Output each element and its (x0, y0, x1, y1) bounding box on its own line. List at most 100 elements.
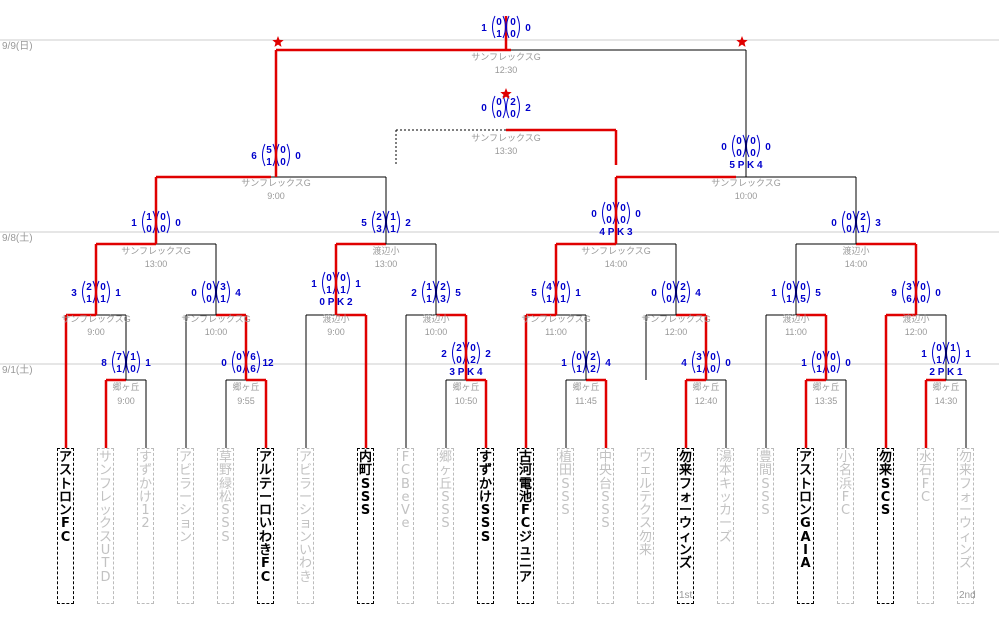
score-half1-right: 2 (680, 282, 686, 293)
team-name-char: S (360, 503, 371, 519)
score-bracket (626, 201, 630, 225)
score-bracket (516, 95, 520, 119)
team-name-char: ラ (178, 476, 192, 492)
score-half1-right: 3 (220, 282, 226, 293)
team-name-char: い (258, 516, 272, 532)
score-bracket (256, 350, 260, 374)
score-half1-left: 2 (376, 212, 382, 223)
score-total-right: 1 (965, 349, 971, 360)
score-half1-left: 0 (786, 282, 792, 293)
team-name-char: 池 (518, 489, 532, 505)
score-half1-left: 2 (456, 343, 462, 354)
team-name-char: シ (298, 503, 312, 519)
team-name-char: ョ (178, 516, 192, 532)
score-bracket (742, 134, 746, 158)
match-time: 14:30 (935, 396, 958, 406)
team-name-char: D (100, 569, 111, 585)
score-bracket (346, 271, 350, 295)
team-name-char: け (138, 489, 152, 505)
team-name-char: 台 (598, 476, 612, 492)
team-name-char: F (921, 476, 930, 492)
score-total-left: 2 (441, 349, 447, 360)
match-time: 14:00 (605, 259, 628, 269)
score-total-right: 0 (935, 288, 941, 299)
score-half2-left: 0 (206, 294, 212, 305)
score-bracket (602, 201, 606, 225)
team-name-char: 豊 (758, 450, 772, 465)
team-name-char: ン (958, 543, 972, 559)
score-bracket (226, 280, 230, 304)
score-half2-right: 1 (100, 294, 106, 305)
team-name-char: ス (638, 516, 652, 532)
score-half2-left: 1 (86, 294, 92, 305)
team-name-char: 来 (638, 543, 652, 559)
team-name-char: す (138, 450, 152, 465)
score-total-right: 0 (635, 209, 641, 220)
team-name-char: C (840, 503, 851, 519)
team-name-char: B (401, 476, 410, 492)
score-half1-left: 3 (906, 282, 912, 293)
team-name-char: ー (258, 489, 272, 505)
score-half1-right: 0 (340, 273, 346, 284)
match-time: 10:00 (735, 191, 758, 201)
team-name-char: S (601, 489, 610, 505)
match-time: 13:00 (375, 259, 398, 269)
score-half1-right: 0 (710, 352, 716, 363)
team-name-char: ニ (518, 556, 532, 572)
team-name-char: C (60, 529, 71, 545)
team-name-char: 松 (218, 489, 232, 505)
score-half1-right: 0 (830, 352, 836, 363)
team-name-char: ス (798, 463, 812, 479)
score-half1-left: 0 (666, 282, 672, 293)
team-name-char: ズ (958, 556, 972, 572)
score-half2-right: 1 (390, 224, 396, 235)
score-total-right: 5 (455, 288, 461, 299)
score-bracket (676, 280, 680, 304)
score-bracket (502, 95, 506, 119)
venue-label: 渡辺小 (322, 313, 349, 324)
team-name: アビラーション (177, 448, 194, 604)
venue-label: サンフレックスG (181, 314, 250, 324)
score-bracket (422, 280, 426, 304)
score-bracket (686, 280, 690, 304)
team-name-char: 小 (838, 450, 852, 465)
team-name-char: S (880, 503, 891, 519)
score-bracket (452, 341, 456, 365)
team-name-char: ヶ (438, 463, 452, 479)
score-half1-right: 2 (440, 282, 446, 293)
venue-label: 郷ヶ丘 (932, 382, 959, 392)
score-bracket (492, 95, 496, 119)
score-half2-right: 1 (560, 294, 566, 305)
score-total-left: 1 (771, 288, 777, 299)
team-name-char: ト (58, 476, 72, 492)
team-name-char: ン (678, 543, 692, 559)
score-half1-right: 0 (160, 212, 166, 223)
team-name-char: 田 (558, 463, 572, 479)
score-half2-right: 5 (800, 294, 806, 305)
score-bracket (216, 280, 220, 304)
team-name-char: e (401, 516, 410, 532)
score-bracket (506, 15, 510, 39)
venue-label: サンフレックスG (641, 314, 710, 324)
venue-label: 渡辺小 (842, 245, 869, 256)
score-bracket (492, 15, 496, 39)
score-half1-left: 0 (736, 136, 742, 147)
team-name-char: ラ (298, 476, 312, 492)
score-total-right: 0 (765, 142, 771, 153)
team-name-char: 緑 (218, 476, 232, 492)
score-half2-left: 1 (546, 294, 552, 305)
match-time: 11:00 (545, 327, 567, 337)
team-name-char: ー (298, 489, 312, 505)
team-name-char: S (221, 529, 230, 545)
score-half1-left: 1 (146, 212, 152, 223)
team-name-char: ア (58, 450, 72, 465)
team-name-char: ン (98, 463, 112, 479)
team-name-char: ウ (958, 516, 972, 532)
team-name-char: 来 (958, 463, 972, 479)
